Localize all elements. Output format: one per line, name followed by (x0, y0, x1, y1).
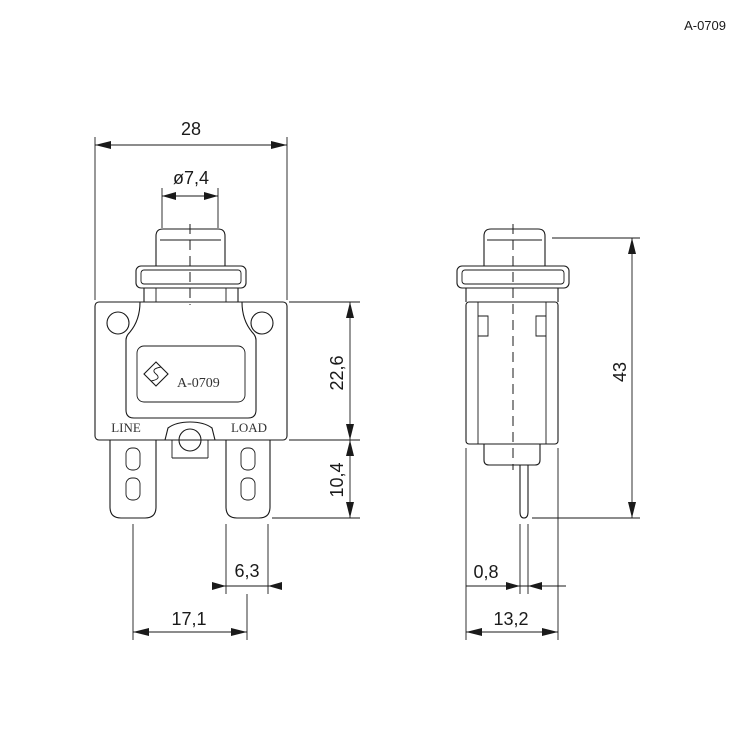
dim-pin-thickness: 0,8 (473, 562, 498, 582)
terminal-load (225, 440, 271, 519)
center-boss (164, 421, 216, 441)
breaker-body (94, 301, 288, 441)
mounting-hole-left (106, 311, 130, 335)
terminal-label-load: LOAD (231, 420, 267, 435)
dim-terminal-width: 6,3 (234, 561, 259, 581)
front-view: A-0709 LINE LOAD (94, 224, 288, 519)
label-text: A-0709 (177, 376, 220, 391)
front-dimensions: 28 ø7,4 22,6 10,4 6,3 17,1 (94, 119, 360, 640)
dim-terminal-spacing: 17,1 (171, 609, 206, 629)
manufacturer-logo (143, 361, 169, 387)
side-dimensions: 43 0,8 13,2 (465, 237, 640, 640)
terminal-label-line: LINE (111, 420, 141, 435)
terminal-line (109, 440, 157, 519)
mounting-hole-right (250, 311, 274, 335)
dim-depth: 13,2 (493, 609, 528, 629)
label-plate (136, 345, 246, 403)
dim-terminal-height: 10,4 (327, 462, 347, 497)
side-body (465, 301, 559, 445)
front-panel (125, 301, 257, 419)
dim-total-height: 43 (610, 362, 630, 382)
dim-button-diameter: ø7,4 (173, 168, 209, 188)
dim-width: 28 (181, 119, 201, 139)
drawing-code: A-0709 (684, 18, 726, 33)
side-view (456, 224, 570, 519)
side-button (483, 228, 546, 266)
dim-body-height: 22,6 (327, 355, 347, 390)
bezel-ring (135, 265, 247, 289)
side-pin (519, 465, 529, 519)
side-base (483, 444, 541, 466)
